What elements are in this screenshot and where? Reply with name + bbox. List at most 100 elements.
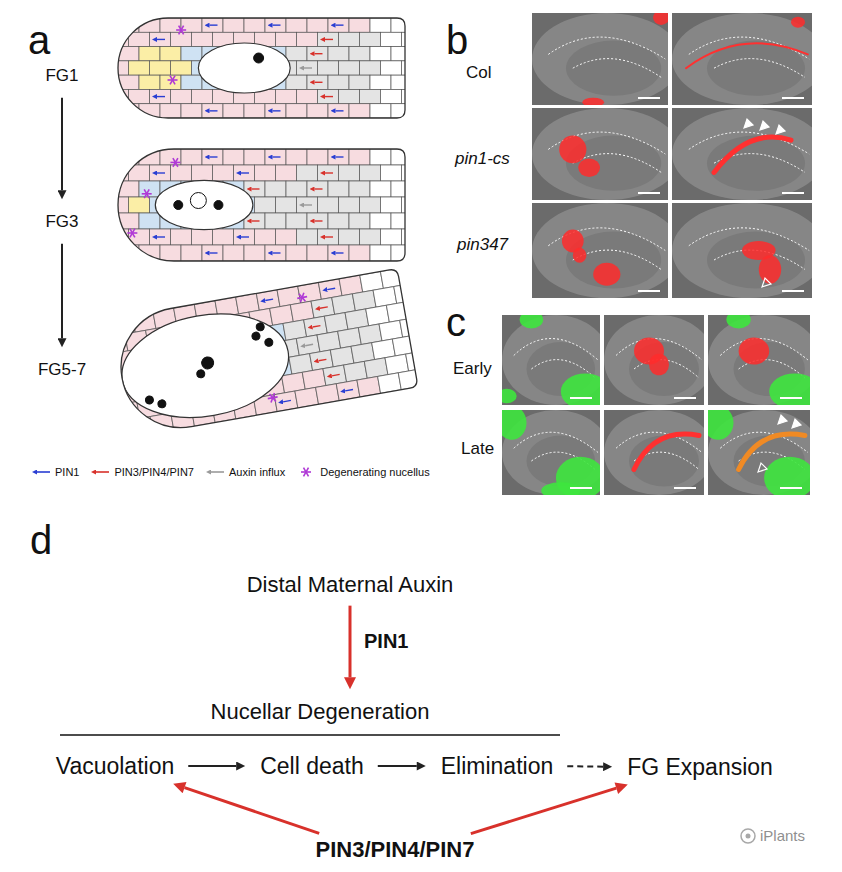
process-text: Vacuolation	[52, 751, 179, 781]
ovule-cell	[349, 149, 370, 165]
ovule-cell	[328, 149, 349, 165]
ovule-image	[532, 108, 668, 200]
ovule-cell	[360, 197, 381, 213]
asterisk-stroke	[170, 76, 175, 85]
ovule-cell	[171, 32, 192, 46]
arrowhead-marker	[792, 419, 801, 428]
scale-bar	[780, 397, 802, 399]
group-heading: Nucellar Degeneration	[207, 697, 434, 726]
ovule-image	[707, 232, 805, 289]
ovule-cell	[360, 229, 381, 245]
nucleus	[157, 399, 166, 408]
ovule-cell	[349, 75, 370, 89]
ovule-cell	[349, 104, 370, 118]
ovule-cell	[202, 149, 223, 165]
pin-arrow	[241, 172, 249, 173]
ovule-cell	[297, 61, 318, 75]
arrowhead-marker	[762, 278, 771, 287]
asterisk-stroke	[179, 26, 184, 35]
stage-label: FG3	[41, 210, 82, 234]
ovule-image	[672, 13, 812, 105]
node-text: Elimination	[441, 753, 554, 779]
asterisk-stroke	[304, 468, 309, 477]
degenerating-mark	[127, 229, 137, 238]
micrograph	[532, 108, 682, 200]
ovule-cell	[406, 350, 430, 371]
ovule-cell	[391, 75, 412, 89]
ovule-cell	[307, 18, 328, 32]
legend-item: PIN3/PIN4/PIN7	[89, 466, 193, 478]
ovule-cell	[339, 61, 360, 75]
stage-label: FG1	[41, 64, 82, 88]
pin-arrow	[320, 307, 328, 308]
green-signal	[502, 389, 517, 403]
ovule-cell	[129, 61, 150, 75]
ovule-cell	[339, 229, 360, 245]
pin-arrow	[252, 188, 260, 189]
ovule-cell	[370, 47, 391, 61]
ovule-image	[707, 136, 805, 191]
legend-text: PIN3/PIN4/PIN7	[114, 466, 193, 478]
pin-arrow	[318, 359, 326, 360]
pin-arrow	[273, 156, 281, 157]
nucleus	[190, 193, 206, 209]
pin-arrow	[157, 39, 165, 40]
ovule-cell	[391, 149, 412, 165]
ovule-cell	[297, 197, 318, 213]
ovule-tissue	[108, 149, 423, 261]
node-text: Nucellar Degeneration	[211, 699, 430, 724]
ovule-outline	[118, 149, 405, 261]
ovule-cell	[381, 32, 402, 46]
pin-arrow	[315, 188, 323, 189]
ovule-cell	[108, 165, 129, 181]
ovule-cell	[370, 104, 391, 118]
nucleus	[214, 201, 223, 210]
embryo-sac	[198, 43, 290, 93]
red-signal	[582, 98, 604, 105]
scale-bar	[638, 192, 660, 194]
legend-arrow	[37, 471, 50, 473]
red-signal	[739, 338, 770, 365]
ovule-cell	[276, 165, 297, 181]
red-signal	[559, 136, 586, 164]
ovule-cell	[265, 18, 286, 32]
red-signal	[593, 263, 620, 286]
scale-bar	[570, 487, 592, 489]
ovule-cell	[192, 229, 213, 245]
nucleus	[256, 322, 265, 331]
micrograph	[532, 203, 682, 298]
genotype-label: pin347	[457, 236, 508, 255]
node-text: PIN3/PIN4/PIN7	[316, 837, 475, 862]
legend-arrow	[96, 471, 109, 473]
edge-label: PIN1	[362, 630, 410, 653]
ovule-tissue	[108, 18, 423, 118]
asterisk-stroke	[130, 229, 135, 238]
pin-arrow	[313, 326, 321, 327]
pin-arrow	[336, 252, 344, 253]
stage-label: FG5-7	[34, 358, 90, 382]
ovule-cell	[328, 181, 349, 197]
ovule-cell	[297, 165, 318, 181]
micrograph	[497, 406, 610, 500]
ovule-cell	[139, 75, 160, 89]
pin-arrow	[336, 156, 344, 157]
ovule-cell	[307, 47, 328, 61]
ovule-cell	[349, 213, 370, 229]
pin-arrow	[273, 24, 281, 25]
node-text: Vacuolation	[56, 753, 175, 779]
ovule-cell	[286, 181, 307, 197]
ovule-cell	[286, 245, 307, 261]
micrograph	[604, 315, 714, 405]
legend-text: PIN1	[55, 466, 79, 478]
ovule-cell	[160, 104, 181, 118]
green-signal	[726, 315, 750, 329]
pin-arrow	[273, 110, 281, 111]
ovule-cell	[244, 18, 265, 32]
genotype-label: Col	[466, 64, 492, 83]
embryo-sac	[155, 180, 253, 229]
red-signal	[649, 354, 669, 376]
red-signal	[759, 255, 781, 284]
ovule-cell	[129, 197, 150, 213]
ovule-cell	[381, 61, 402, 75]
